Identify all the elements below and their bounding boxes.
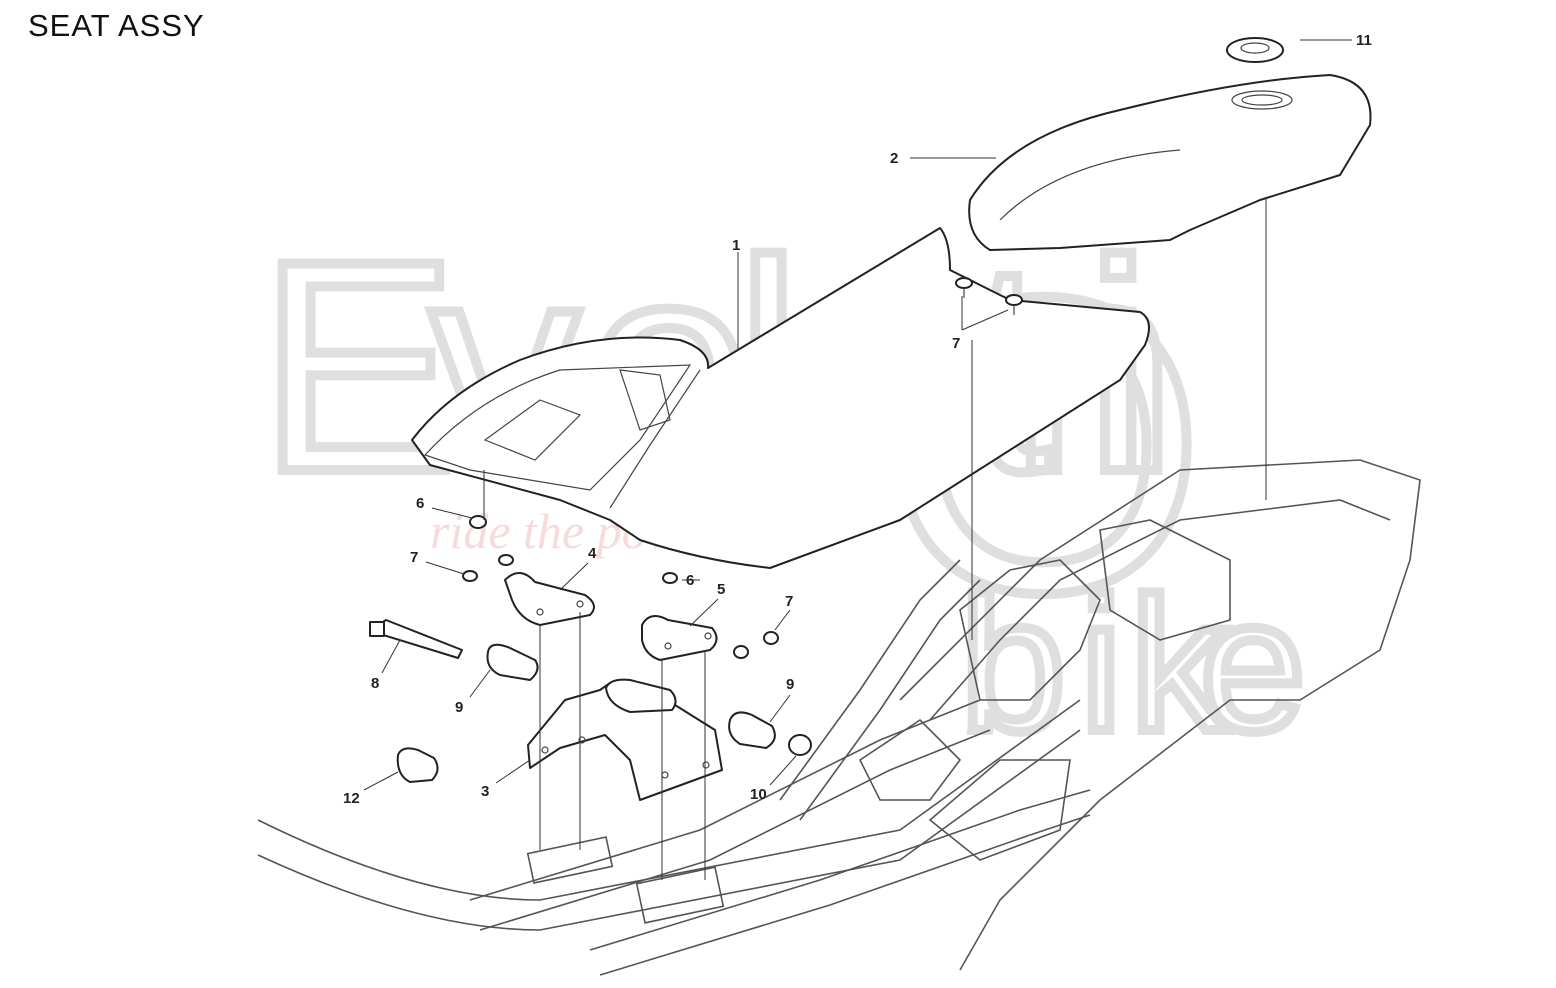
callout-5: 5 (717, 581, 725, 598)
callout-7: 7 (410, 549, 418, 566)
watermark-sub-letter: i (1080, 559, 1122, 771)
callout-7: 7 (952, 335, 960, 352)
callout-7: 7 (785, 593, 793, 610)
leader-lines (363, 39, 1352, 880)
callout-12: 12 (343, 790, 360, 807)
page-title: SEAT ASSY (28, 8, 205, 43)
watermark-sub-letter: b (960, 559, 1066, 771)
frame (257, 459, 1421, 976)
callout-6: 6 (686, 572, 694, 589)
part-11-grommet (1226, 37, 1284, 63)
callout-2: 2 (890, 150, 898, 167)
watermark-letter: E (258, 198, 458, 534)
cowl-screws (955, 277, 1023, 315)
callout-9: 9 (786, 676, 794, 693)
callout-9: 9 (455, 699, 463, 716)
callout-6: 6 (416, 495, 424, 512)
part-1-seat (411, 227, 1150, 569)
callout-3: 3 (481, 783, 489, 800)
hardware (369, 515, 812, 801)
callouts: 1 2 3 4 5 6 6 7 7 7 8 9 9 10 11 12 (343, 32, 1372, 807)
callout-4: 4 (588, 545, 597, 562)
callout-1: 1 (732, 237, 740, 254)
watermark-sub-letter: e (1200, 559, 1306, 771)
callout-10: 10 (750, 786, 767, 803)
part-2-rear-cowl (968, 74, 1372, 251)
callout-8: 8 (371, 675, 379, 692)
callout-11: 11 (1356, 32, 1372, 49)
